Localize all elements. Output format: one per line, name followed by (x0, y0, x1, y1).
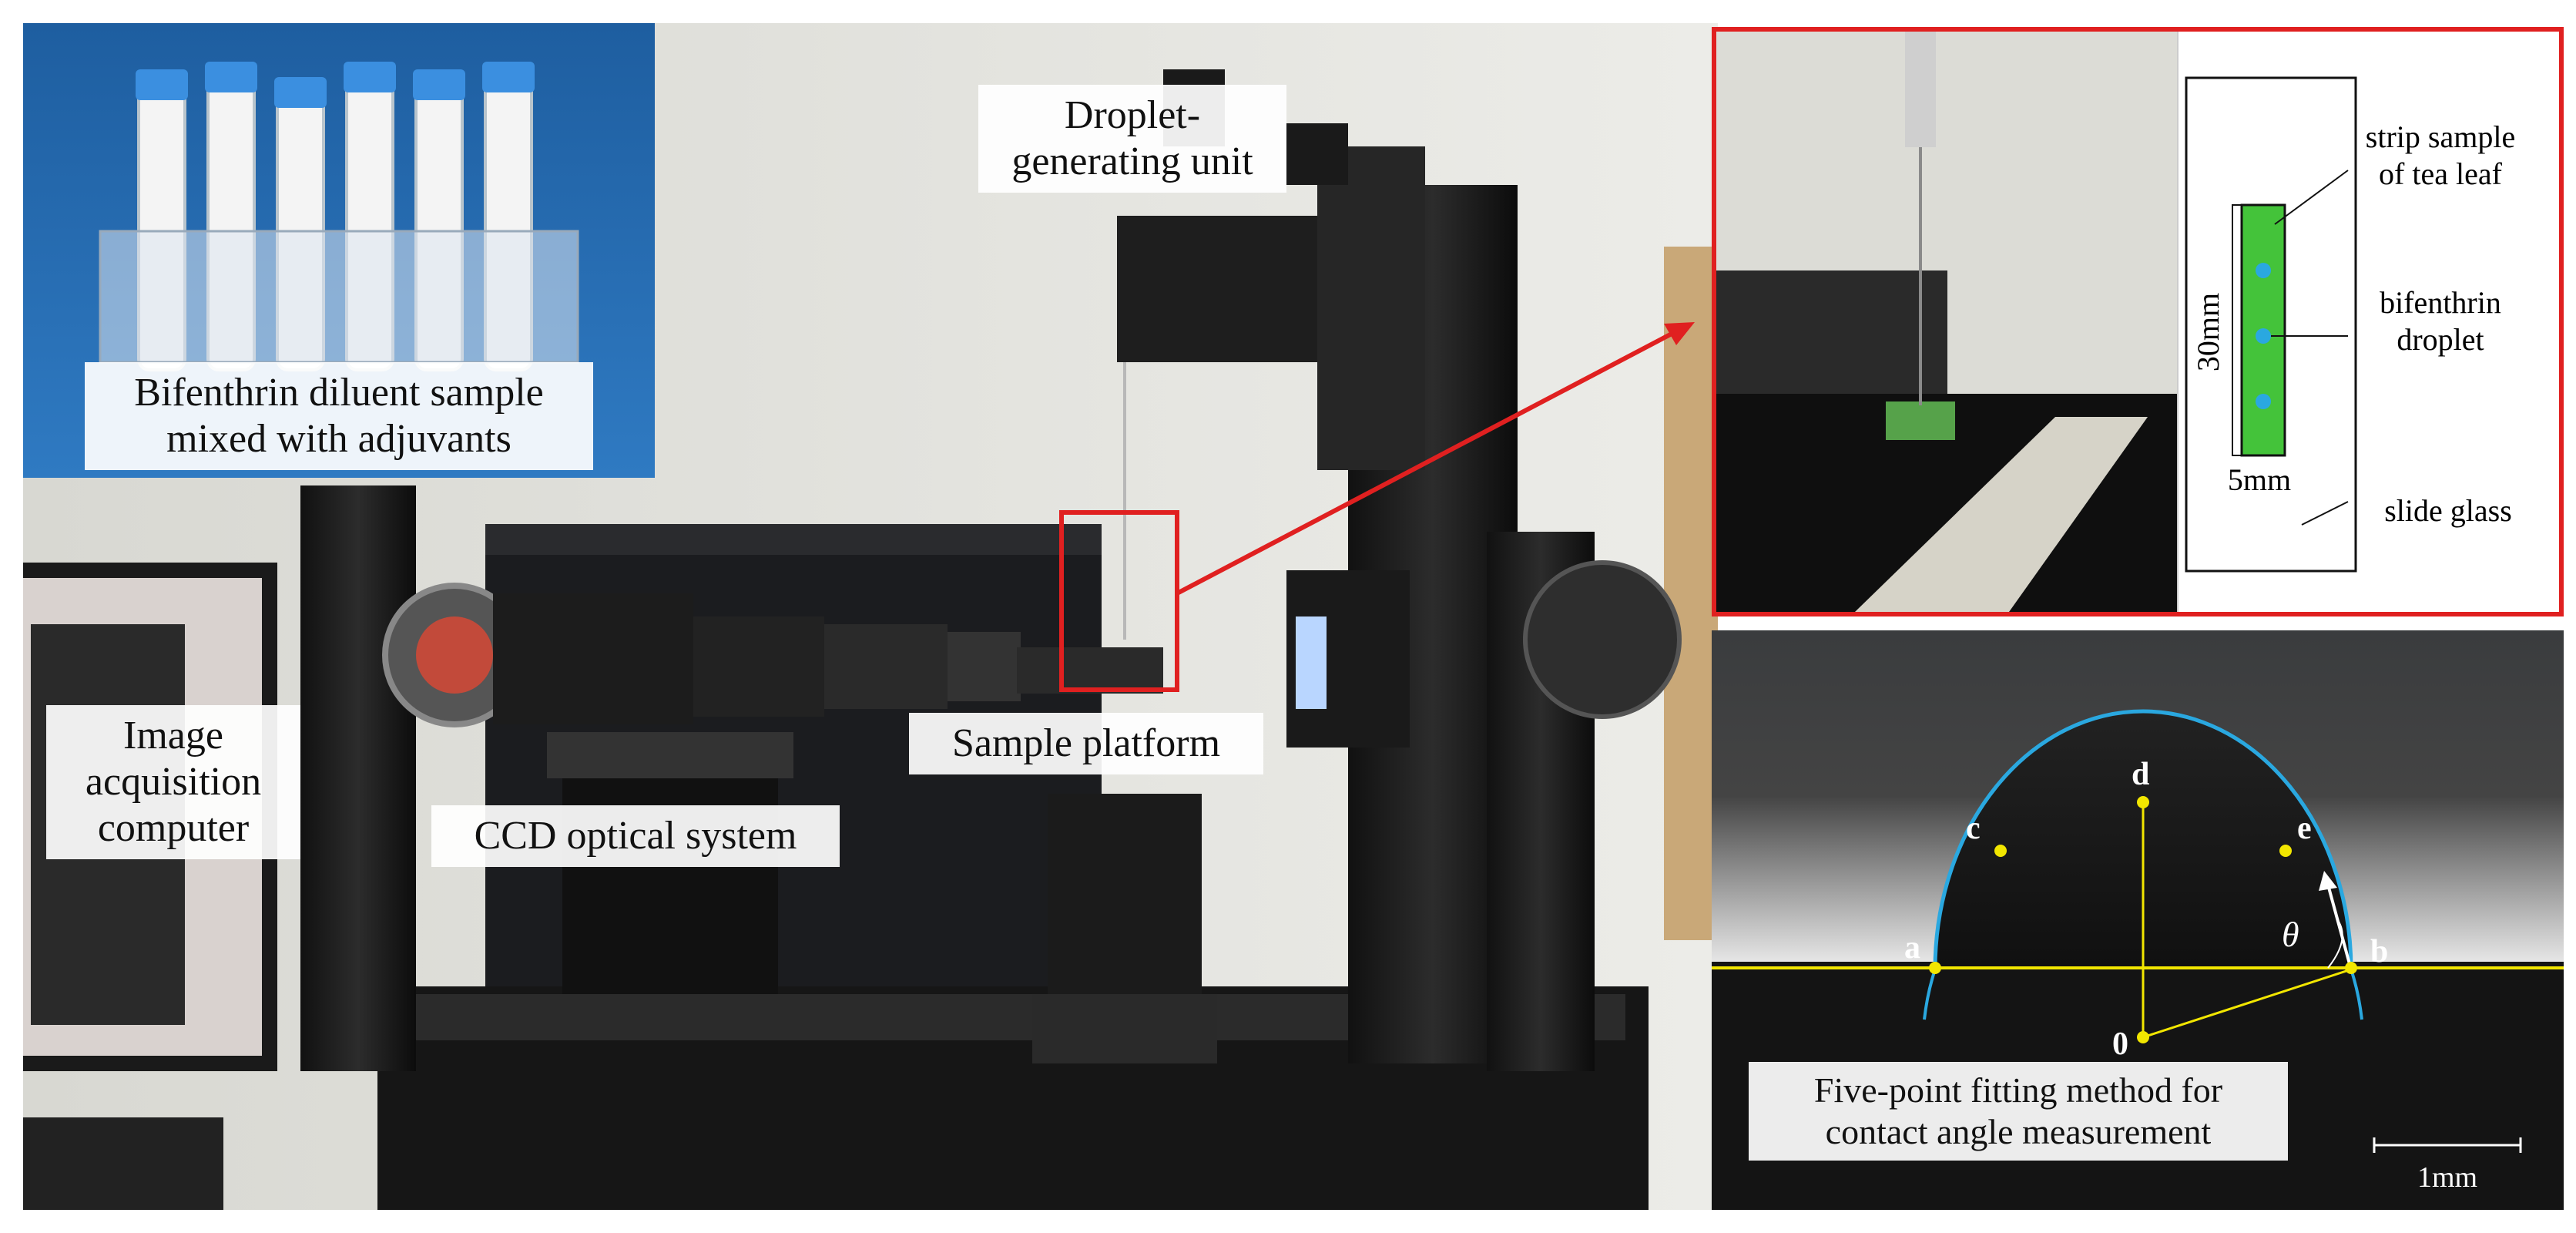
droplet-dot (2256, 394, 2271, 409)
label-ccd: CCD optical system (431, 805, 840, 867)
main-photo (23, 23, 1718, 1210)
scale-label: 1mm (2417, 1161, 2477, 1194)
label-line: Image (123, 714, 223, 758)
label-line: generating unit (1011, 139, 1253, 183)
caption-line: Five-point fitting method for (1813, 1070, 2223, 1110)
inset-diagram-divider (2177, 32, 2179, 612)
droplet-dot (2256, 263, 2271, 278)
point-d: d (2132, 757, 2149, 792)
point-0: 0 (2112, 1026, 2128, 1062)
label-bifenthrin-sample: Bifenthrin diluent sample mixed with adj… (85, 362, 593, 470)
label-line: acquisition (85, 760, 262, 804)
point-e: e (2297, 811, 2312, 846)
inset-photo (1716, 32, 2179, 612)
leaf-strip-photo (1886, 401, 1955, 440)
strip-label-1: strip sample (2366, 119, 2515, 154)
strip-schematic: strip sample of tea leaf bifenthrin drop… (2185, 76, 2515, 573)
droplet-fit-curve (1933, 709, 2353, 970)
apparatus-illustration (23, 23, 1718, 1210)
slide-label: slide glass (2384, 493, 2512, 528)
label-line: Droplet- (1064, 93, 1201, 137)
theta-symbol: θ (2282, 915, 2299, 954)
point-b: b (2370, 934, 2388, 969)
contact-angle-panel: a b c d e 0 θ 1mm Five-point fitting met… (1712, 630, 2564, 1210)
label-line: computer (97, 806, 250, 850)
slide-glass-photo (1855, 417, 2148, 612)
inset-panel: strip sample of tea leaf bifenthrin drop… (1712, 27, 2564, 616)
width-label: 5mm (2228, 462, 2291, 497)
height-label: 30mm (2191, 293, 2225, 371)
label-sample-platform: Sample platform (909, 713, 1263, 774)
label-droplet-unit: Droplet- generating unit (978, 85, 1286, 193)
label-line: Bifenthrin diluent sample (134, 371, 544, 415)
droplet-dot (2256, 328, 2271, 344)
contact-angle-caption: Five-point fitting method for contact an… (1749, 1062, 2288, 1161)
highlight-box (1059, 510, 1179, 692)
droplet-label-1: bifenthrin (2380, 285, 2501, 320)
point-a: a (1904, 930, 1920, 966)
label-line: mixed with adjuvants (166, 417, 512, 461)
point-c: c (1966, 811, 1981, 846)
strip-label-2: of tea leaf (2379, 156, 2503, 191)
droplet-label-2: droplet (2397, 322, 2484, 357)
label-image-acquisition: Image acquisition computer (46, 705, 300, 859)
caption-line: contact angle measurement (1825, 1112, 2212, 1151)
